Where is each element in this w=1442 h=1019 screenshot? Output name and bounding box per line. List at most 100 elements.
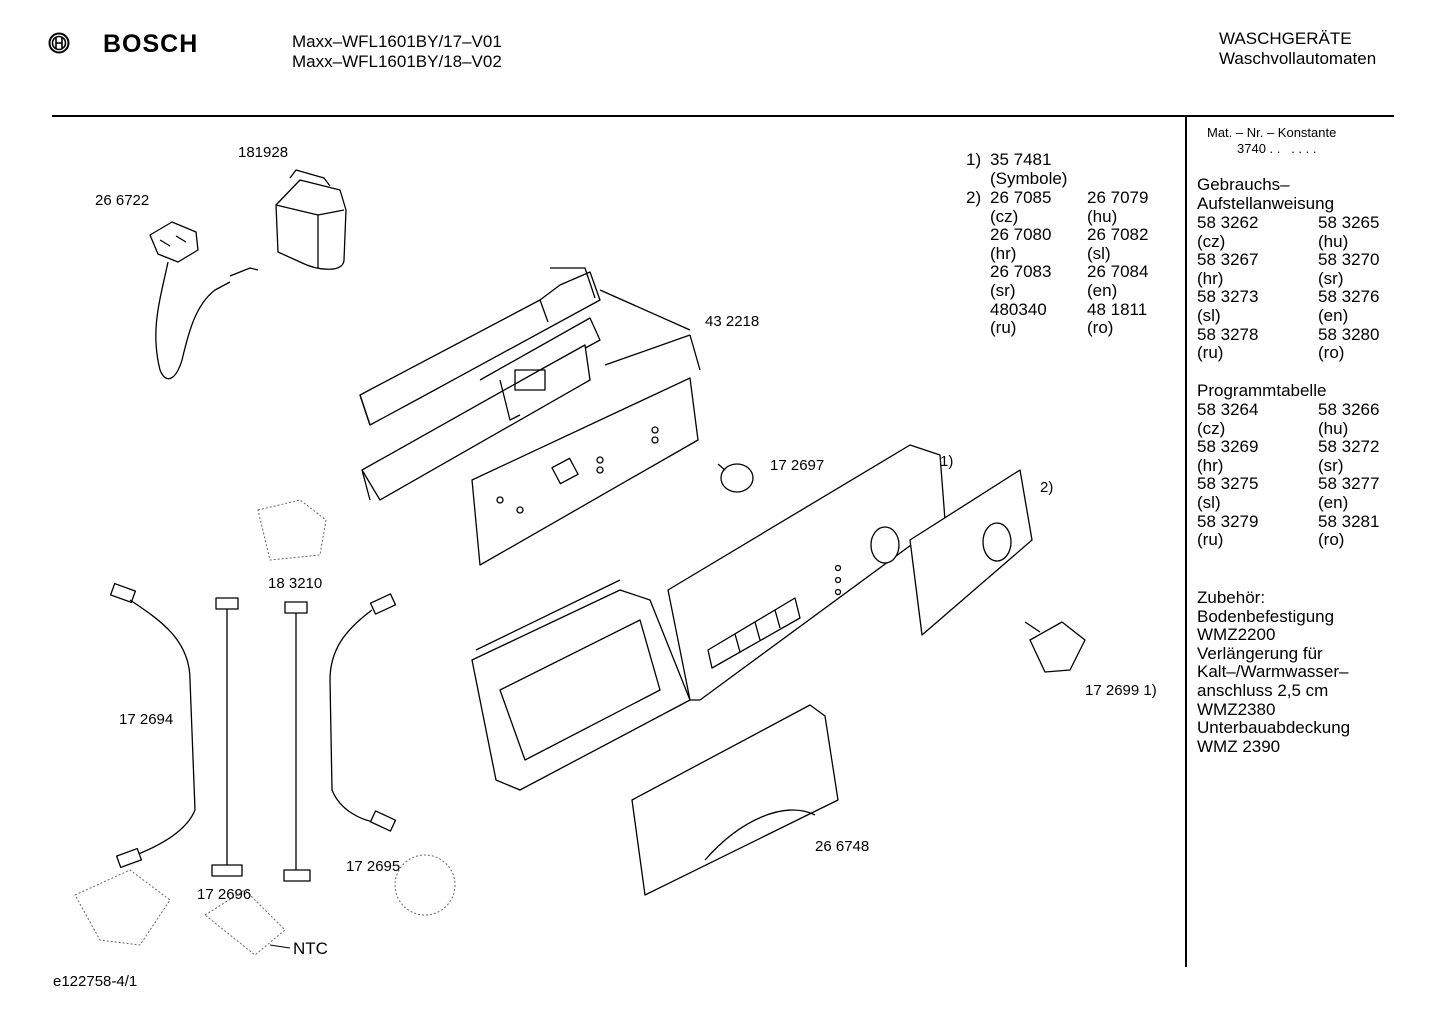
list-item: (hu) bbox=[1318, 418, 1349, 438]
mat-nr-label: Mat. – Nr. – Konstante bbox=[1207, 125, 1337, 140]
control-module-upper bbox=[359, 267, 601, 426]
list-item: 58 3267 bbox=[1197, 250, 1259, 270]
list-item: (ro) bbox=[1087, 318, 1114, 338]
category-line-1: WASCHGERÄTE bbox=[1219, 29, 1352, 48]
list-item: (hu) bbox=[1087, 206, 1118, 226]
zubehoer-line: WMZ2200 bbox=[1197, 625, 1276, 645]
list-item: (hr) bbox=[1197, 455, 1224, 475]
symbol-insert bbox=[909, 469, 1033, 636]
list-item: 58 3273 bbox=[1197, 287, 1259, 307]
leader-line bbox=[604, 334, 691, 366]
model-line-2: Maxx–WFL1601BY/18–V02 bbox=[292, 52, 502, 71]
gebrauchs-title-1: Gebrauchs– bbox=[1197, 175, 1290, 194]
exploded-diagram bbox=[74, 169, 1086, 956]
list-item: (en) bbox=[1087, 280, 1118, 300]
category-line-2: Waschvollautomaten bbox=[1219, 49, 1377, 68]
list-item: 58 3265 bbox=[1318, 213, 1380, 232]
document-id: e122758-4/1 bbox=[53, 973, 138, 990]
programm-title: Programmtabelle bbox=[1197, 381, 1327, 400]
list-item: 48 1811 bbox=[1087, 299, 1148, 319]
list-item: (hr) bbox=[990, 243, 1017, 263]
list-item: (sr) bbox=[1318, 455, 1344, 475]
list-item: 58 3280 bbox=[1318, 324, 1380, 344]
gebrauchs-title-2: Aufstellanweisung bbox=[1197, 194, 1335, 213]
list-item: 26 7079 bbox=[1087, 188, 1149, 207]
list-item: (sr) bbox=[1318, 268, 1344, 288]
list-item: (ro) bbox=[1318, 530, 1345, 550]
list-item: (ru) bbox=[990, 318, 1017, 338]
zubehoer-line: WMZ2380 bbox=[1197, 699, 1276, 719]
power-cord-part bbox=[149, 221, 259, 380]
list-item: (ru) bbox=[1197, 343, 1224, 363]
list-item: 58 3278 bbox=[1197, 324, 1259, 344]
drawer-front bbox=[631, 704, 839, 896]
bosch-armature-icon bbox=[48, 32, 70, 54]
rotary-knob-part bbox=[1024, 621, 1086, 673]
part-label-266722: 26 6722 bbox=[95, 192, 150, 209]
part-label-172697: 17 2697 bbox=[770, 457, 825, 474]
note-1-sub: (Symbole) bbox=[990, 169, 1068, 188]
list-item: (hr) bbox=[1197, 268, 1224, 288]
list-item: (sl) bbox=[1197, 305, 1221, 325]
part-label-172694: 17 2694 bbox=[119, 711, 174, 728]
header-divider bbox=[52, 115, 1394, 117]
control-module-lower bbox=[361, 344, 591, 501]
gebrauchs-list: 58 3262 58 3265 (cz) (hu) 58 3267 58 327… bbox=[1197, 213, 1428, 363]
circuit-board bbox=[471, 377, 699, 566]
ghost-part bbox=[257, 499, 327, 561]
list-item: 58 3277 bbox=[1318, 474, 1380, 494]
list-item: (sr) bbox=[990, 280, 1016, 300]
list-item: 58 3279 bbox=[1197, 511, 1259, 531]
part-label-note1: 1) bbox=[940, 453, 954, 470]
leader-line bbox=[689, 334, 701, 371]
zubehoer-line: WMZ 2390 bbox=[1197, 736, 1281, 756]
list-item: 26 7085 bbox=[990, 188, 1052, 207]
list-item: (en) bbox=[1318, 492, 1349, 512]
zubehoer-line: Bodenbefestigung bbox=[1197, 606, 1335, 626]
list-item: 58 3275 bbox=[1197, 474, 1259, 494]
list-item: (hu) bbox=[1318, 231, 1349, 251]
dispenser-frame bbox=[471, 579, 691, 791]
list-item: 58 3266 bbox=[1318, 400, 1380, 419]
part-label-181928: 181928 bbox=[238, 144, 289, 161]
brand-name: BOSCH bbox=[103, 30, 199, 58]
programm-list: 58 3264 58 3266 (cz) (hu) 58 3269 58 327… bbox=[1197, 400, 1428, 550]
list-item: 58 3264 bbox=[1197, 400, 1259, 419]
ghost-part bbox=[74, 869, 171, 946]
list-item: 26 7083 bbox=[990, 262, 1052, 282]
list-item: 58 3269 bbox=[1197, 437, 1259, 457]
bosch-logo bbox=[48, 30, 78, 65]
list-item: (ro) bbox=[1318, 343, 1345, 363]
zubehoer-line: Zubehör: bbox=[1197, 588, 1266, 607]
control-panel bbox=[667, 444, 946, 701]
list-item: 58 3272 bbox=[1318, 437, 1380, 457]
note-2-label: 2) bbox=[966, 188, 982, 207]
model-line-1: Maxx–WFL1601BY/17–V01 bbox=[292, 32, 502, 51]
zubehoer-line: Verlängerung für bbox=[1197, 643, 1323, 663]
mat-nr-value: 3740 . . . . . . bbox=[1237, 141, 1317, 156]
sidebar-divider bbox=[1185, 117, 1187, 967]
list-item: 26 7082 bbox=[1087, 225, 1149, 245]
list-item: (sl) bbox=[1087, 243, 1111, 263]
zubehoer-line: Unterbauabdeckung bbox=[1197, 718, 1351, 738]
ntc-sensor-part bbox=[204, 889, 286, 956]
part-label-note2: 2) bbox=[1040, 479, 1054, 496]
cable-harness-172694 bbox=[109, 582, 196, 869]
list-item: 26 7084 bbox=[1087, 262, 1149, 282]
zubehoer-line: Kalt–/Warmwasser– bbox=[1197, 662, 1349, 682]
list-item: 58 3262 bbox=[1197, 213, 1259, 232]
list-item: (cz) bbox=[990, 206, 1019, 226]
leader-line bbox=[599, 289, 691, 331]
list-item: 58 3281 bbox=[1318, 511, 1380, 531]
note-2-list: 26 7085 26 7079 (cz) (hu) 26 7080 26 708… bbox=[990, 188, 1177, 338]
list-item: (cz) bbox=[1197, 231, 1226, 251]
note-1-value: 35 7481 bbox=[990, 150, 1052, 169]
cable-harness-172695 bbox=[329, 593, 397, 832]
list-item: (ru) bbox=[1197, 530, 1224, 550]
cable-harness-172696 bbox=[211, 597, 243, 877]
note-1-label: 1) bbox=[966, 150, 982, 169]
part-label-172695: 17 2695 bbox=[346, 858, 401, 875]
ghost-part bbox=[394, 854, 456, 916]
zubehoer-block: Zubehör: Bodenbefestigung WMZ2200 Verlän… bbox=[1197, 588, 1351, 756]
part-label-266748: 26 6748 bbox=[815, 838, 870, 855]
